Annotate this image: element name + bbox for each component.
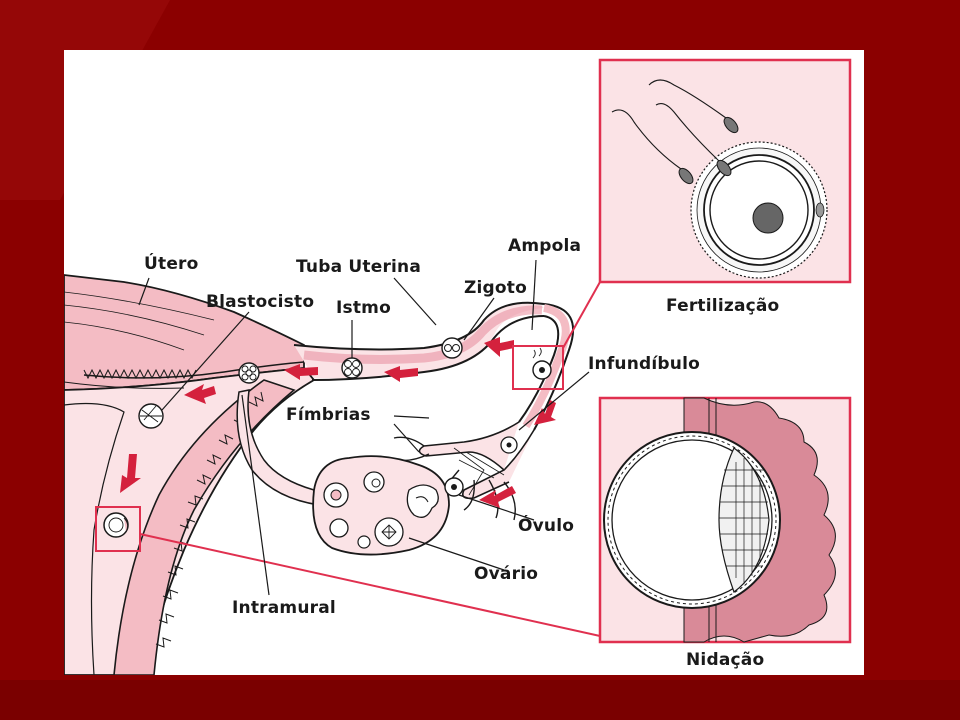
morula-cell — [238, 362, 260, 384]
uterus-wall — [64, 274, 316, 675]
leader-lines — [138, 259, 590, 596]
blastocyst-cell — [138, 403, 164, 429]
arrow — [284, 364, 318, 380]
sperm-cell — [611, 109, 694, 185]
label-utero: Útero — [144, 254, 199, 274]
sperm-cell — [648, 79, 739, 134]
arrow — [120, 454, 141, 493]
arrow — [534, 400, 556, 425]
implanting-blastocyst — [103, 512, 129, 538]
arrow — [479, 486, 516, 508]
ovary — [312, 455, 450, 556]
ovum-cell — [444, 477, 464, 497]
fertilization-cell — [532, 347, 552, 380]
arrow — [184, 384, 216, 404]
label-infundibulo: Infundíbulo — [588, 354, 701, 374]
fertilization-inset — [598, 58, 852, 284]
label-fertilizacao: Fertilização — [666, 296, 780, 316]
label-fimbrias: Fímbrias — [286, 405, 371, 425]
label-ovario: Ovário — [474, 564, 539, 584]
egg-nucleus — [752, 202, 784, 234]
sperm-cell — [655, 103, 732, 177]
travel-arrows — [120, 337, 556, 508]
arrow — [384, 366, 418, 382]
label-intramural: Intramural — [232, 598, 336, 618]
nidation-inset — [598, 396, 852, 644]
arrow — [484, 337, 514, 357]
morula-cell — [341, 357, 363, 379]
label-ovulo: Óvulo — [518, 516, 575, 536]
label-zigoto: Zigoto — [464, 278, 528, 298]
label-tuba-uterina: Tuba Uterina — [296, 257, 422, 277]
label-nidacao: Nidação — [686, 650, 765, 670]
highlight-connectors — [95, 281, 601, 637]
tube-cells — [103, 337, 552, 538]
label-blastocisto: Blastocisto — [206, 292, 315, 312]
zygote-cell — [441, 337, 463, 359]
ovum-infundibulum — [500, 436, 518, 454]
reproductive-diagram: Útero Tuba Uterina Ampola Zigoto Blastoc… — [64, 50, 864, 675]
label-ampola: Ampola — [508, 236, 582, 256]
label-istmo: Istmo — [336, 298, 391, 318]
